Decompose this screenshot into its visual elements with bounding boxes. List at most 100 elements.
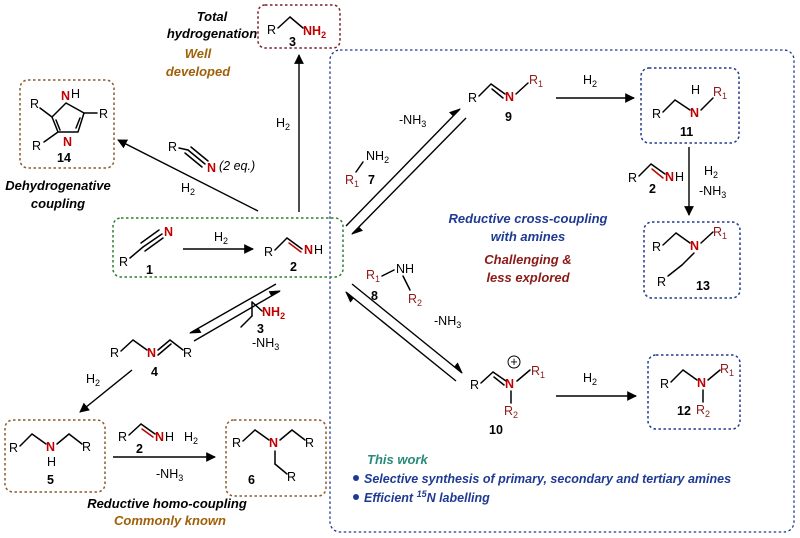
box-compound-11 [640,67,740,144]
bullet-2: Efficient 15N labelling [364,489,490,505]
compound-14-number: 14 [57,151,71,165]
compound-12: R N R1 R2 12 [660,362,734,419]
c14-n: N [63,135,72,149]
arrow-10-to-2 [345,291,457,382]
c6-r1: R [232,436,241,450]
box-compound-12 [647,354,741,430]
c9-r1: R1 [529,73,543,89]
box-compound-5 [4,419,106,493]
c7-nh2: NH2 [366,149,389,165]
c11-r1: R1 [713,85,727,101]
rn-two-eq: (2 eq.) [219,159,255,173]
reagent-nitrile: R N (2 eq.) [168,140,255,175]
compound-5-number: 5 [47,473,54,487]
arrow-2-to-4 [189,283,277,334]
c3-r: R [267,23,276,37]
c11-r: R [652,107,661,121]
reagent-h2-to13: H2 [704,164,718,180]
c13-n: N [690,239,699,253]
compound-6-number: 6 [248,473,255,487]
reagent-nh3-13: -NH3 [699,184,726,200]
c6-r3: R [287,470,296,484]
compound-11-number: 11 [680,125,693,139]
c10-r1: R1 [531,364,545,380]
c12-r1: R1 [720,362,734,378]
ra-nh2: NH2 [262,305,285,321]
this-work-box [329,49,795,533]
compound-2-number: 2 [290,260,297,274]
c14-nh: N [61,89,70,103]
compound-14: N H N R R R 14 [30,87,108,165]
c3-nh2: NH2 [303,24,326,40]
arrow-9-to-2 [351,117,467,235]
box-compound-6 [225,419,327,497]
heading-hydrogenation: hydrogenation [167,26,257,41]
c7-r1: R1 [345,173,359,189]
reagent-h2-to5: H2 [86,372,100,388]
heading-well: Well [185,46,212,61]
c11-h: H [691,83,700,97]
c4-r2: R [183,346,192,360]
box-compound-14 [19,79,115,169]
c14-r3: R [99,107,108,121]
reagent-h2-to11: H2 [583,73,597,89]
heading-cross-coupling: Reductive cross-coupling [449,211,608,226]
c2-h: H [314,243,323,257]
this-work-title: This work [367,452,428,467]
c10-n: N [505,377,514,391]
c2-n: N [304,243,313,257]
rn-r: R [168,140,177,154]
c10-plus-circle [507,355,521,369]
reagent-imine-number: 2 [649,182,656,196]
reagent-nh3-4: -NH3 [252,336,279,352]
compound-4: R N R 4 [110,339,192,379]
ri-n: N [665,170,674,184]
c5-r1: R [9,441,18,455]
arrow-4-to-5 [79,369,133,413]
compound-4-number: 4 [151,365,158,379]
compound-7: NH2 R1 7 [345,149,389,189]
reagent-nh3-6: -NH3 [156,467,183,483]
reagent-imine-2b: R N H 2 [118,423,174,456]
c11-n: N [690,106,699,120]
compound-5: R N H R 5 [9,433,91,487]
compound-11: R N H R1 11 [652,83,727,139]
heading-total: Total [197,9,228,24]
c9-r: R [468,91,477,105]
compound-13: R N R1 R 13 [652,225,727,293]
c14-r2: R [32,139,41,153]
arrow-to-14 [117,139,259,212]
c1-n: N [164,225,173,239]
compound-6: R N R R 6 [232,429,314,487]
rn-n: N [207,161,216,175]
reagent-amine-number: 3 [257,322,264,336]
reagent-h2-to3: H2 [276,116,290,132]
ri-r: R [628,171,637,185]
rib-n: N [155,430,164,444]
heading-commonly-known: Commonly known [114,513,226,528]
arrow-2-to-9 [345,108,461,227]
box-compound-13 [643,221,741,299]
compound-10-number: 10 [489,423,503,437]
reagent-imine-b-number: 2 [136,442,143,456]
reagent-h2-to12: H2 [583,371,597,387]
c14-r1: R [30,97,39,111]
c14-nh-h: H [71,87,80,101]
compound-8-number: 8 [371,289,378,303]
reagent-h2-1to2: H2 [214,230,228,246]
c5-r2: R [82,440,91,454]
c13-r: R [652,240,661,254]
c10-r: R [470,378,479,392]
c6-r2: R [305,436,314,450]
compound-1: R N 1 [119,225,173,277]
compound-1-number: 1 [146,263,153,277]
c10-r2: R2 [504,404,518,420]
c1-r: R [119,255,128,269]
compound-3: R NH2 3 [267,16,326,49]
compound-2: R N H 2 [264,237,323,274]
arrow-4-to-2 [193,290,281,342]
c6-n: N [269,436,278,450]
c10-plus: + [510,355,517,369]
compound-7-number: 7 [368,173,375,187]
